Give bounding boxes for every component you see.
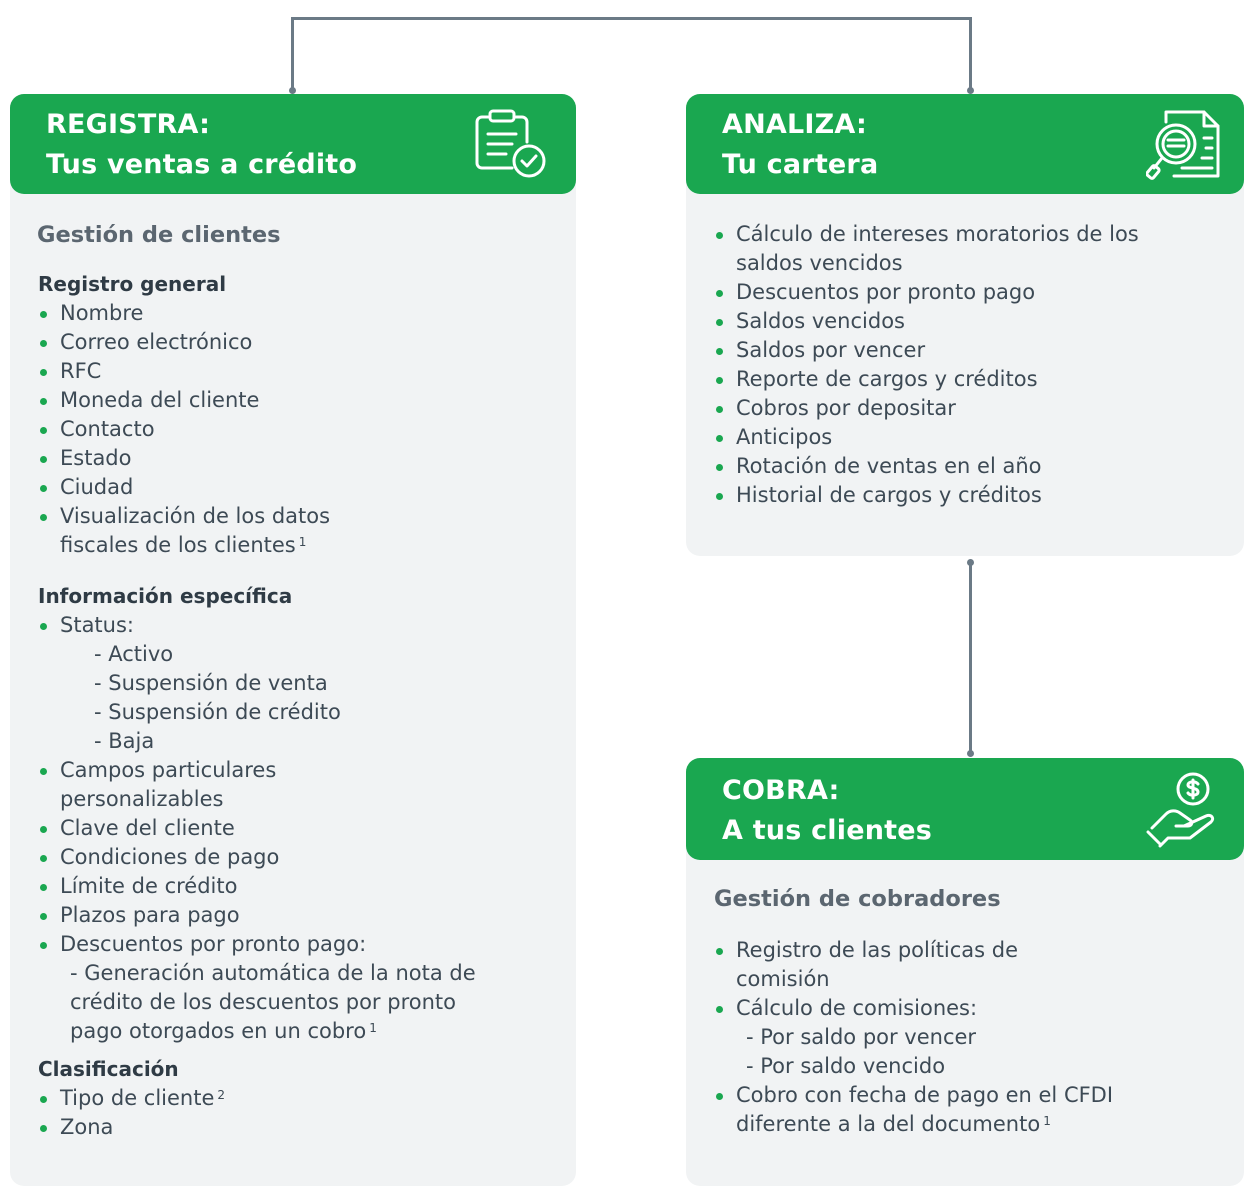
connector-dot-right — [967, 87, 974, 94]
analiza-title-line1: ANALIZA: — [722, 109, 868, 140]
registra-card: REGISTRA: Tus ventas a crédito Gestión d… — [10, 94, 576, 1186]
list-item: RFC — [38, 357, 330, 386]
hand-coin-icon — [1146, 772, 1215, 848]
connector-dot-mid-top — [967, 559, 974, 566]
analiza-list: Cálculo de intereses moratorios de los s… — [714, 220, 1139, 510]
list-subitem-continuation: crédito de los descuentos por pronto — [70, 990, 456, 1014]
analiza-header: ANALIZA: Tu cartera — [686, 94, 1244, 194]
list-item: Historial de cargos y créditos — [714, 481, 1139, 510]
cobra-section-title: Gestión de cobradores — [714, 886, 1001, 912]
cobra-title-line2: A tus clientes — [722, 815, 933, 846]
connector-right-vertical — [969, 17, 972, 90]
list-item: Estado — [38, 444, 330, 473]
list-subitem: - Por saldo vencido — [746, 1054, 946, 1078]
cobra-header: COBRA: A tus clientes — [686, 758, 1244, 860]
informacion-especifica-list: Status: - Activo - Suspensión de venta -… — [38, 611, 476, 1046]
list-item-text: pago otorgados en un cobro — [70, 1019, 367, 1043]
list-item: Reporte de cargos y créditos — [714, 365, 1139, 394]
list-item: Campos particulares — [38, 756, 476, 785]
status-option: - Activo — [94, 642, 174, 666]
connector-left-vertical — [291, 17, 294, 90]
footnote-marker: 1 — [369, 1021, 377, 1035]
footnote-marker: 1 — [298, 535, 307, 549]
list-item: Descuentos por pronto pago — [714, 278, 1139, 307]
registra-title: REGISTRA: Tus ventas a crédito — [46, 105, 357, 185]
status-option: - Suspensión de venta — [94, 671, 328, 695]
list-item: Saldos por vencer — [714, 336, 1139, 365]
connector-middle-vertical — [969, 562, 972, 754]
list-subitem: - Generación automática de la nota de — [70, 961, 476, 985]
list-item: Correo electrónico — [38, 328, 330, 357]
list-item: Registro de las políticas de — [714, 936, 1113, 965]
cobra-title: COBRA: A tus clientes — [722, 771, 932, 851]
clasificacion-heading: Clasificación — [38, 1057, 179, 1081]
cobra-title-line1: COBRA: — [722, 775, 840, 806]
list-item: Cobros por depositar — [714, 394, 1139, 423]
list-item-text: diferente a la del documento — [736, 1112, 1041, 1136]
list-item: Rotación de ventas en el año — [714, 452, 1139, 481]
list-item: Saldos vencidos — [714, 307, 1139, 336]
connector-top-horizontal — [292, 17, 971, 20]
cobra-list: Registro de las políticas de comisión Cá… — [714, 936, 1113, 1139]
analiza-title: ANALIZA: Tu cartera — [722, 105, 878, 185]
analiza-card: ANALIZA: Tu cartera Cálculo de intereses… — [686, 94, 1244, 556]
registra-header: REGISTRA: Tus ventas a crédito — [10, 94, 576, 194]
registra-section-title: Gestión de clientes — [37, 222, 281, 248]
document-search-icon — [1146, 110, 1220, 180]
list-item-text: Tipo de cliente — [60, 1086, 215, 1110]
footnote-marker: 2 — [217, 1088, 226, 1102]
list-item: Condiciones de pago — [38, 843, 476, 872]
list-item: Moneda del cliente — [38, 386, 330, 415]
footnote-marker: 1 — [1043, 1114, 1051, 1128]
list-item: Plazos para pago — [38, 901, 476, 930]
list-item: Status: — [38, 611, 476, 640]
status-option: - Suspensión de crédito — [94, 700, 341, 724]
list-item: Cobro con fecha de pago en el CFDI — [714, 1081, 1113, 1110]
status-option: - Baja — [94, 729, 155, 753]
analiza-title-line2: Tu cartera — [722, 149, 879, 180]
informacion-especifica-heading: Información específica — [38, 584, 293, 608]
list-item: Clave del cliente — [38, 814, 476, 843]
list-item-continuation: personalizables — [60, 787, 224, 811]
list-item: Visualización de los datos — [38, 502, 330, 531]
connector-dot-left — [289, 87, 296, 94]
cobra-card: COBRA: A tus clientes Gestión de cobrado… — [686, 758, 1244, 1186]
list-subitem: - Por saldo por vencer — [746, 1025, 977, 1049]
registro-general-heading: Registro general — [38, 272, 227, 296]
connector-dot-mid-bottom — [967, 750, 974, 757]
list-item: Zona — [38, 1113, 225, 1142]
list-item-text: fiscales de los clientes — [60, 533, 296, 557]
registro-general-list: Nombre Correo electrónico RFC Moneda del… — [38, 299, 330, 560]
registra-title-line2: Tus ventas a crédito — [46, 149, 358, 180]
list-item: Cálculo de comisiones: — [714, 994, 1113, 1023]
list-item: Ciudad — [38, 473, 330, 502]
list-item-continuation: comisión — [736, 967, 830, 991]
list-item: Anticipos — [714, 423, 1139, 452]
registra-title-line1: REGISTRA: — [46, 109, 211, 140]
list-item: Descuentos por pronto pago: — [38, 930, 476, 959]
clipboard-check-icon — [475, 109, 546, 178]
list-item: Límite de crédito — [38, 872, 476, 901]
list-item: Nombre — [38, 299, 330, 328]
list-item: Contacto — [38, 415, 330, 444]
list-item: Cálculo de intereses moratorios de los — [714, 220, 1139, 249]
list-item-continuation: saldos vencidos — [736, 251, 903, 275]
